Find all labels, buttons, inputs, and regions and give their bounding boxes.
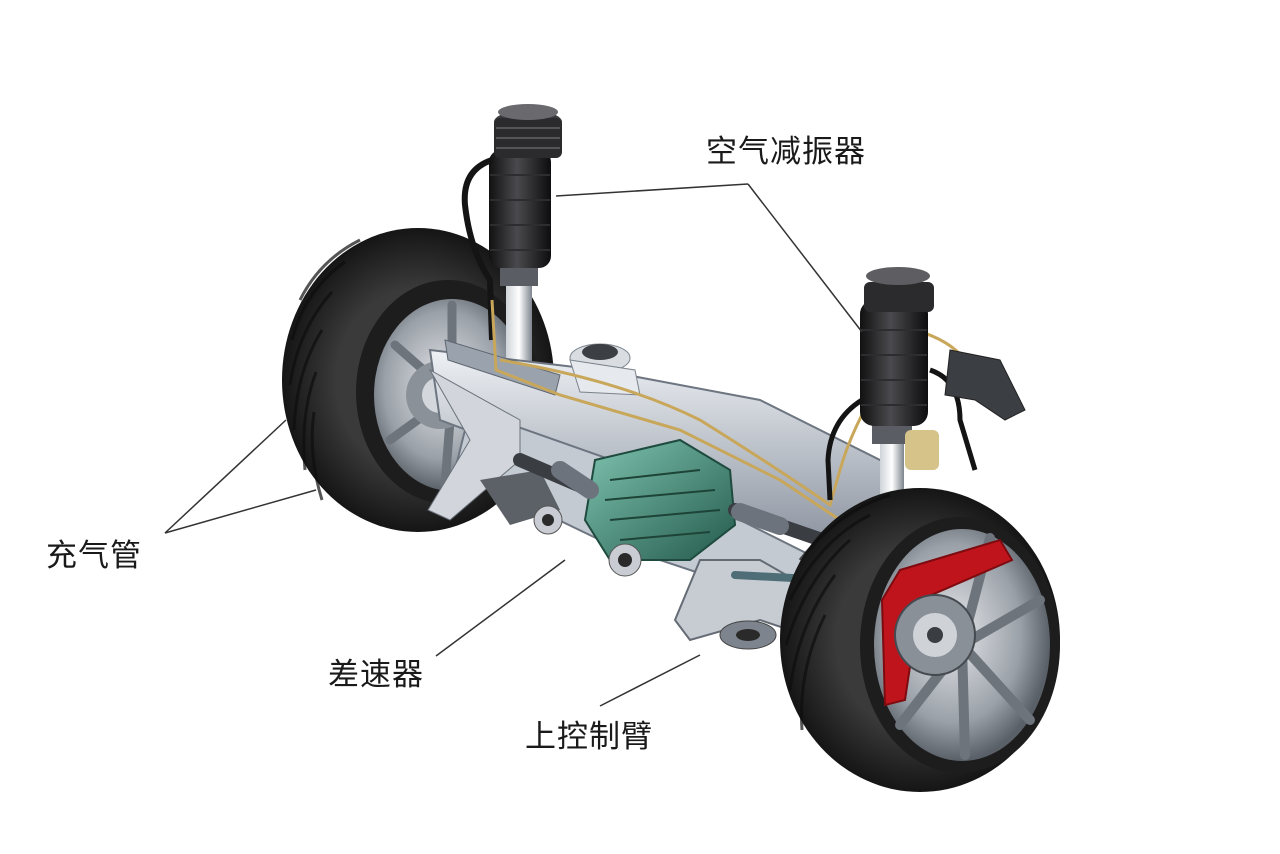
label-air-tube: 充气管 xyxy=(46,538,142,574)
leader-differential xyxy=(435,559,566,657)
right-air-strut xyxy=(825,267,1026,545)
leader-air-tube-lower xyxy=(164,489,317,534)
right-wheel xyxy=(780,488,1060,792)
leader-lines xyxy=(164,183,863,707)
label-air-shock-absorber: 空气减振器 xyxy=(706,134,866,170)
label-upper-control-arm: 上控制臂 xyxy=(525,719,653,755)
leader-air-tube-upper xyxy=(164,419,287,534)
leader-upper-arm xyxy=(599,654,701,707)
left-air-strut xyxy=(461,104,562,385)
leader-air-shock-left xyxy=(555,183,749,197)
label-differential: 差速器 xyxy=(328,657,424,693)
leader-air-shock-right xyxy=(747,183,863,333)
